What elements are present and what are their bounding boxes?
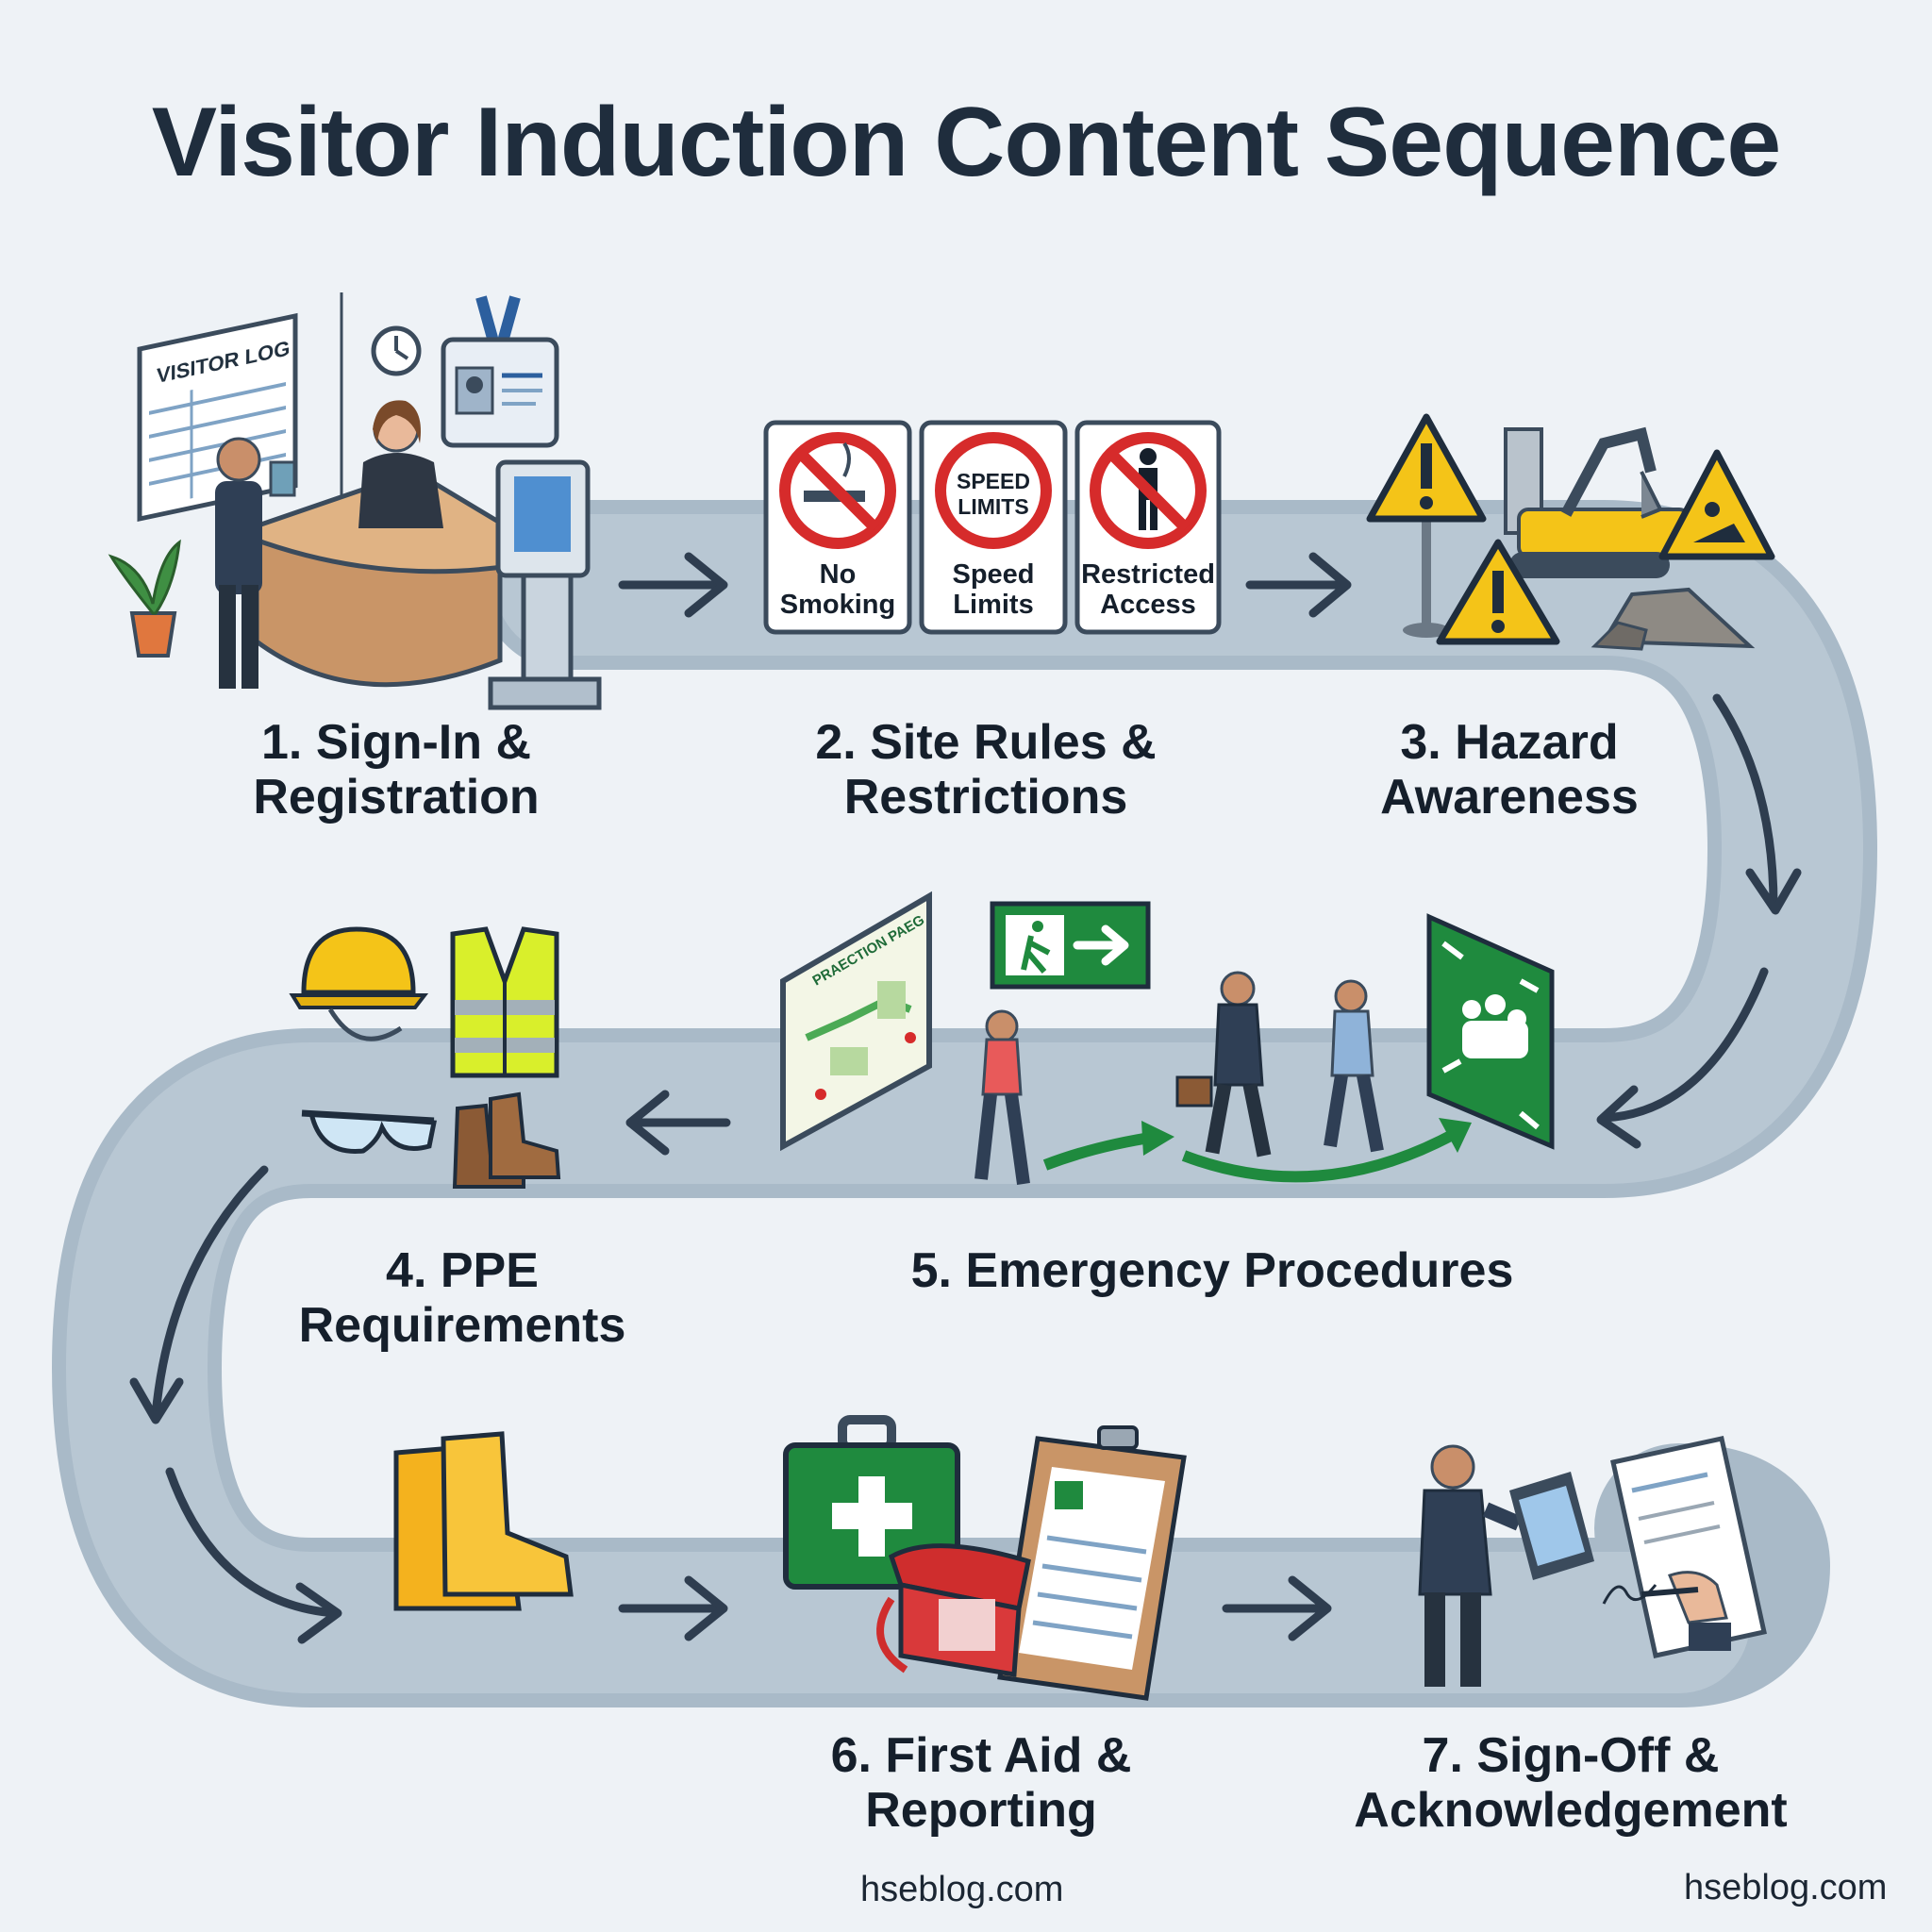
- sign-speed-limits: SPEED LIMITS Speed Limits: [919, 420, 1068, 635]
- step-3-label: 3. Hazard Awareness: [1380, 715, 1639, 824]
- clock-icon: [371, 325, 422, 376]
- reception-desk-illustration: VISITOR LOG: [108, 292, 602, 710]
- warning-triangle-icon-2: [1436, 539, 1560, 645]
- walking-man-figure: [1175, 971, 1272, 1158]
- step-6-label: 6. First Aid & Reporting: [830, 1728, 1132, 1838]
- flow-arrow-3-curve: [1712, 693, 1802, 915]
- sign-no-smoking-line1: No: [820, 559, 857, 590]
- flow-arrow-1-2: [618, 552, 728, 618]
- sign-restricted-access: Restricted Access: [1074, 420, 1222, 635]
- hazard-illustration: [1366, 413, 1775, 651]
- sign-off-illustration: [1418, 1436, 1767, 1687]
- step-5-label: 5. Emergency Procedures: [910, 1243, 1514, 1298]
- footer-watermark-center: hseblog.com: [860, 1870, 1064, 1909]
- work-boots-icon: [452, 1091, 561, 1189]
- falling-rocks-sign-icon: [1658, 449, 1775, 560]
- safety-glasses-icon: [301, 1109, 438, 1154]
- hard-hat-icon: [289, 926, 429, 1041]
- sign-no-smoking: No Smoking: [763, 420, 912, 635]
- id-badge-icon: [441, 295, 559, 448]
- telephone-icon: [876, 1543, 1031, 1677]
- warning-triangle-icon: [1366, 413, 1487, 523]
- excavator-icon: [1504, 426, 1690, 578]
- sign-restricted-access-line2: Access: [1100, 590, 1196, 620]
- sign-no-smoking-line2: Smoking: [780, 590, 895, 620]
- flow-arrow-6-curve: [165, 1467, 342, 1644]
- rock-pile-icon: [1591, 587, 1756, 651]
- flow-arrow-6-7a: [618, 1575, 728, 1641]
- step-1-label: 1. Sign-In & Registration: [253, 715, 540, 824]
- rubber-boots-icon: [393, 1431, 574, 1611]
- step-4-label: 4. PPE Requirements: [298, 1243, 626, 1353]
- visitor-figure: [215, 437, 296, 689]
- flow-arrow-4-curve: [129, 1165, 269, 1424]
- speed-badge-line1: SPEED: [957, 469, 1030, 493]
- flow-arrow-5-curve: [1596, 967, 1769, 1149]
- flow-arrow-5-4: [625, 1090, 731, 1156]
- winding-path-highlight: [66, 514, 1863, 1693]
- flow-arrow-6-7b: [1222, 1575, 1332, 1641]
- self-service-kiosk-icon: [488, 459, 602, 710]
- receptionist-figure: [358, 400, 443, 528]
- sign-restricted-access-line1: Restricted: [1081, 559, 1215, 590]
- tablet-icon: [1509, 1472, 1594, 1580]
- step-2-label: 2. Site Rules & Restrictions: [815, 715, 1157, 824]
- potted-plant-icon: [108, 539, 181, 658]
- footer-watermark-right: hseblog.com: [1684, 1868, 1888, 1907]
- signed-document-icon: [1602, 1436, 1767, 1658]
- assembly-point-sign-icon: [1426, 913, 1555, 1150]
- person-with-tablet-figure: [1418, 1444, 1523, 1687]
- speed-badge-line2: LIMITS: [958, 494, 1028, 519]
- exit-sign-icon: [990, 901, 1151, 990]
- hi-vis-vest-icon: [450, 926, 559, 1078]
- walking-woman-figure-2: [1324, 979, 1384, 1153]
- sign-speed-limits-line1: Speed: [952, 559, 1034, 590]
- page-title: Visitor Induction Content Sequence: [151, 88, 1781, 197]
- evacuation-route-arrow: [1042, 1131, 1157, 1171]
- ppe-illustration: [289, 926, 561, 1189]
- walking-woman-figure: [974, 1009, 1030, 1185]
- sign-speed-limits-line2: Limits: [953, 590, 1033, 620]
- flow-arrow-2-3: [1245, 552, 1352, 618]
- step-7-label: 7. Sign-Off & Acknowledgement: [1354, 1728, 1788, 1838]
- first-aid-illustration: [783, 1415, 1187, 1701]
- signing-hand-icon: [1641, 1571, 1731, 1651]
